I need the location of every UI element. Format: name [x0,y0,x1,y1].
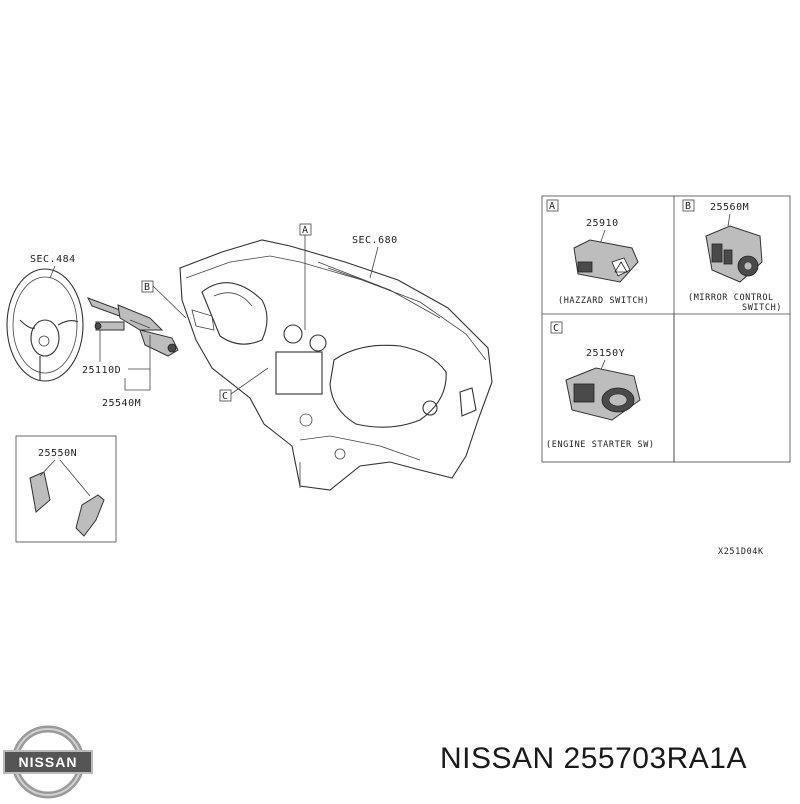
drawing-code: X251D04K [718,547,764,557]
part-25550n-label: 25550N [38,448,77,459]
steering-switch-drawing [29,459,105,537]
panel-c-letter: C [553,323,559,334]
mirror-switch-drawing [705,225,763,283]
callout-b-letter: B [144,282,150,293]
instrument-panel-drawing [179,239,493,491]
part-25560m-label: 25560M [710,202,749,213]
sec-680-label: SEC.680 [352,235,398,246]
logo-text: NISSAN [19,754,78,770]
leader-line [152,285,187,319]
part-number-title: NISSAN 255703RA1A [440,742,748,775]
leader-line [49,265,56,279]
panel-a-letter: A [549,201,555,212]
panel-a-letter-box [546,199,559,212]
callout-a-letter: A [302,225,308,236]
nissan-logo: NISSAN [3,725,93,799]
part-25110d-label: 25110D [82,365,121,376]
hazard-switch-drawing [573,239,639,283]
starter-switch-drawing [565,367,641,421]
leader-line [124,369,151,391]
part-25910-label: 25910 [586,218,619,229]
callout-c-letter: C [222,391,228,402]
panel-b-letter-box [682,199,695,212]
part-25540m-label: 25540M [102,398,141,409]
panel-b-letter: B [685,201,691,212]
callout-c-box [219,389,232,402]
callout-a-box [299,223,312,236]
starter-switch-caption: (ENGINE STARTER SW) [546,440,655,450]
panel-c-letter-box [550,321,563,334]
leader-line [230,367,269,395]
part-25150y-label: 25150Y [586,348,625,359]
steering-switch-box [15,435,117,543]
steering-wheel-drawing [6,268,84,382]
leader-line [369,246,379,279]
mirror-switch-caption-line1: (MIRROR CONTROL [688,293,774,303]
inset-panels [541,195,791,463]
hazard-switch-caption: (HAZZARD SWITCH) [558,296,649,306]
mirror-switch-caption-line2: SWITCH) [742,303,782,313]
leader-line [727,213,731,227]
sec-484-label: SEC.484 [30,254,76,265]
combination-switch-drawing [86,297,179,357]
